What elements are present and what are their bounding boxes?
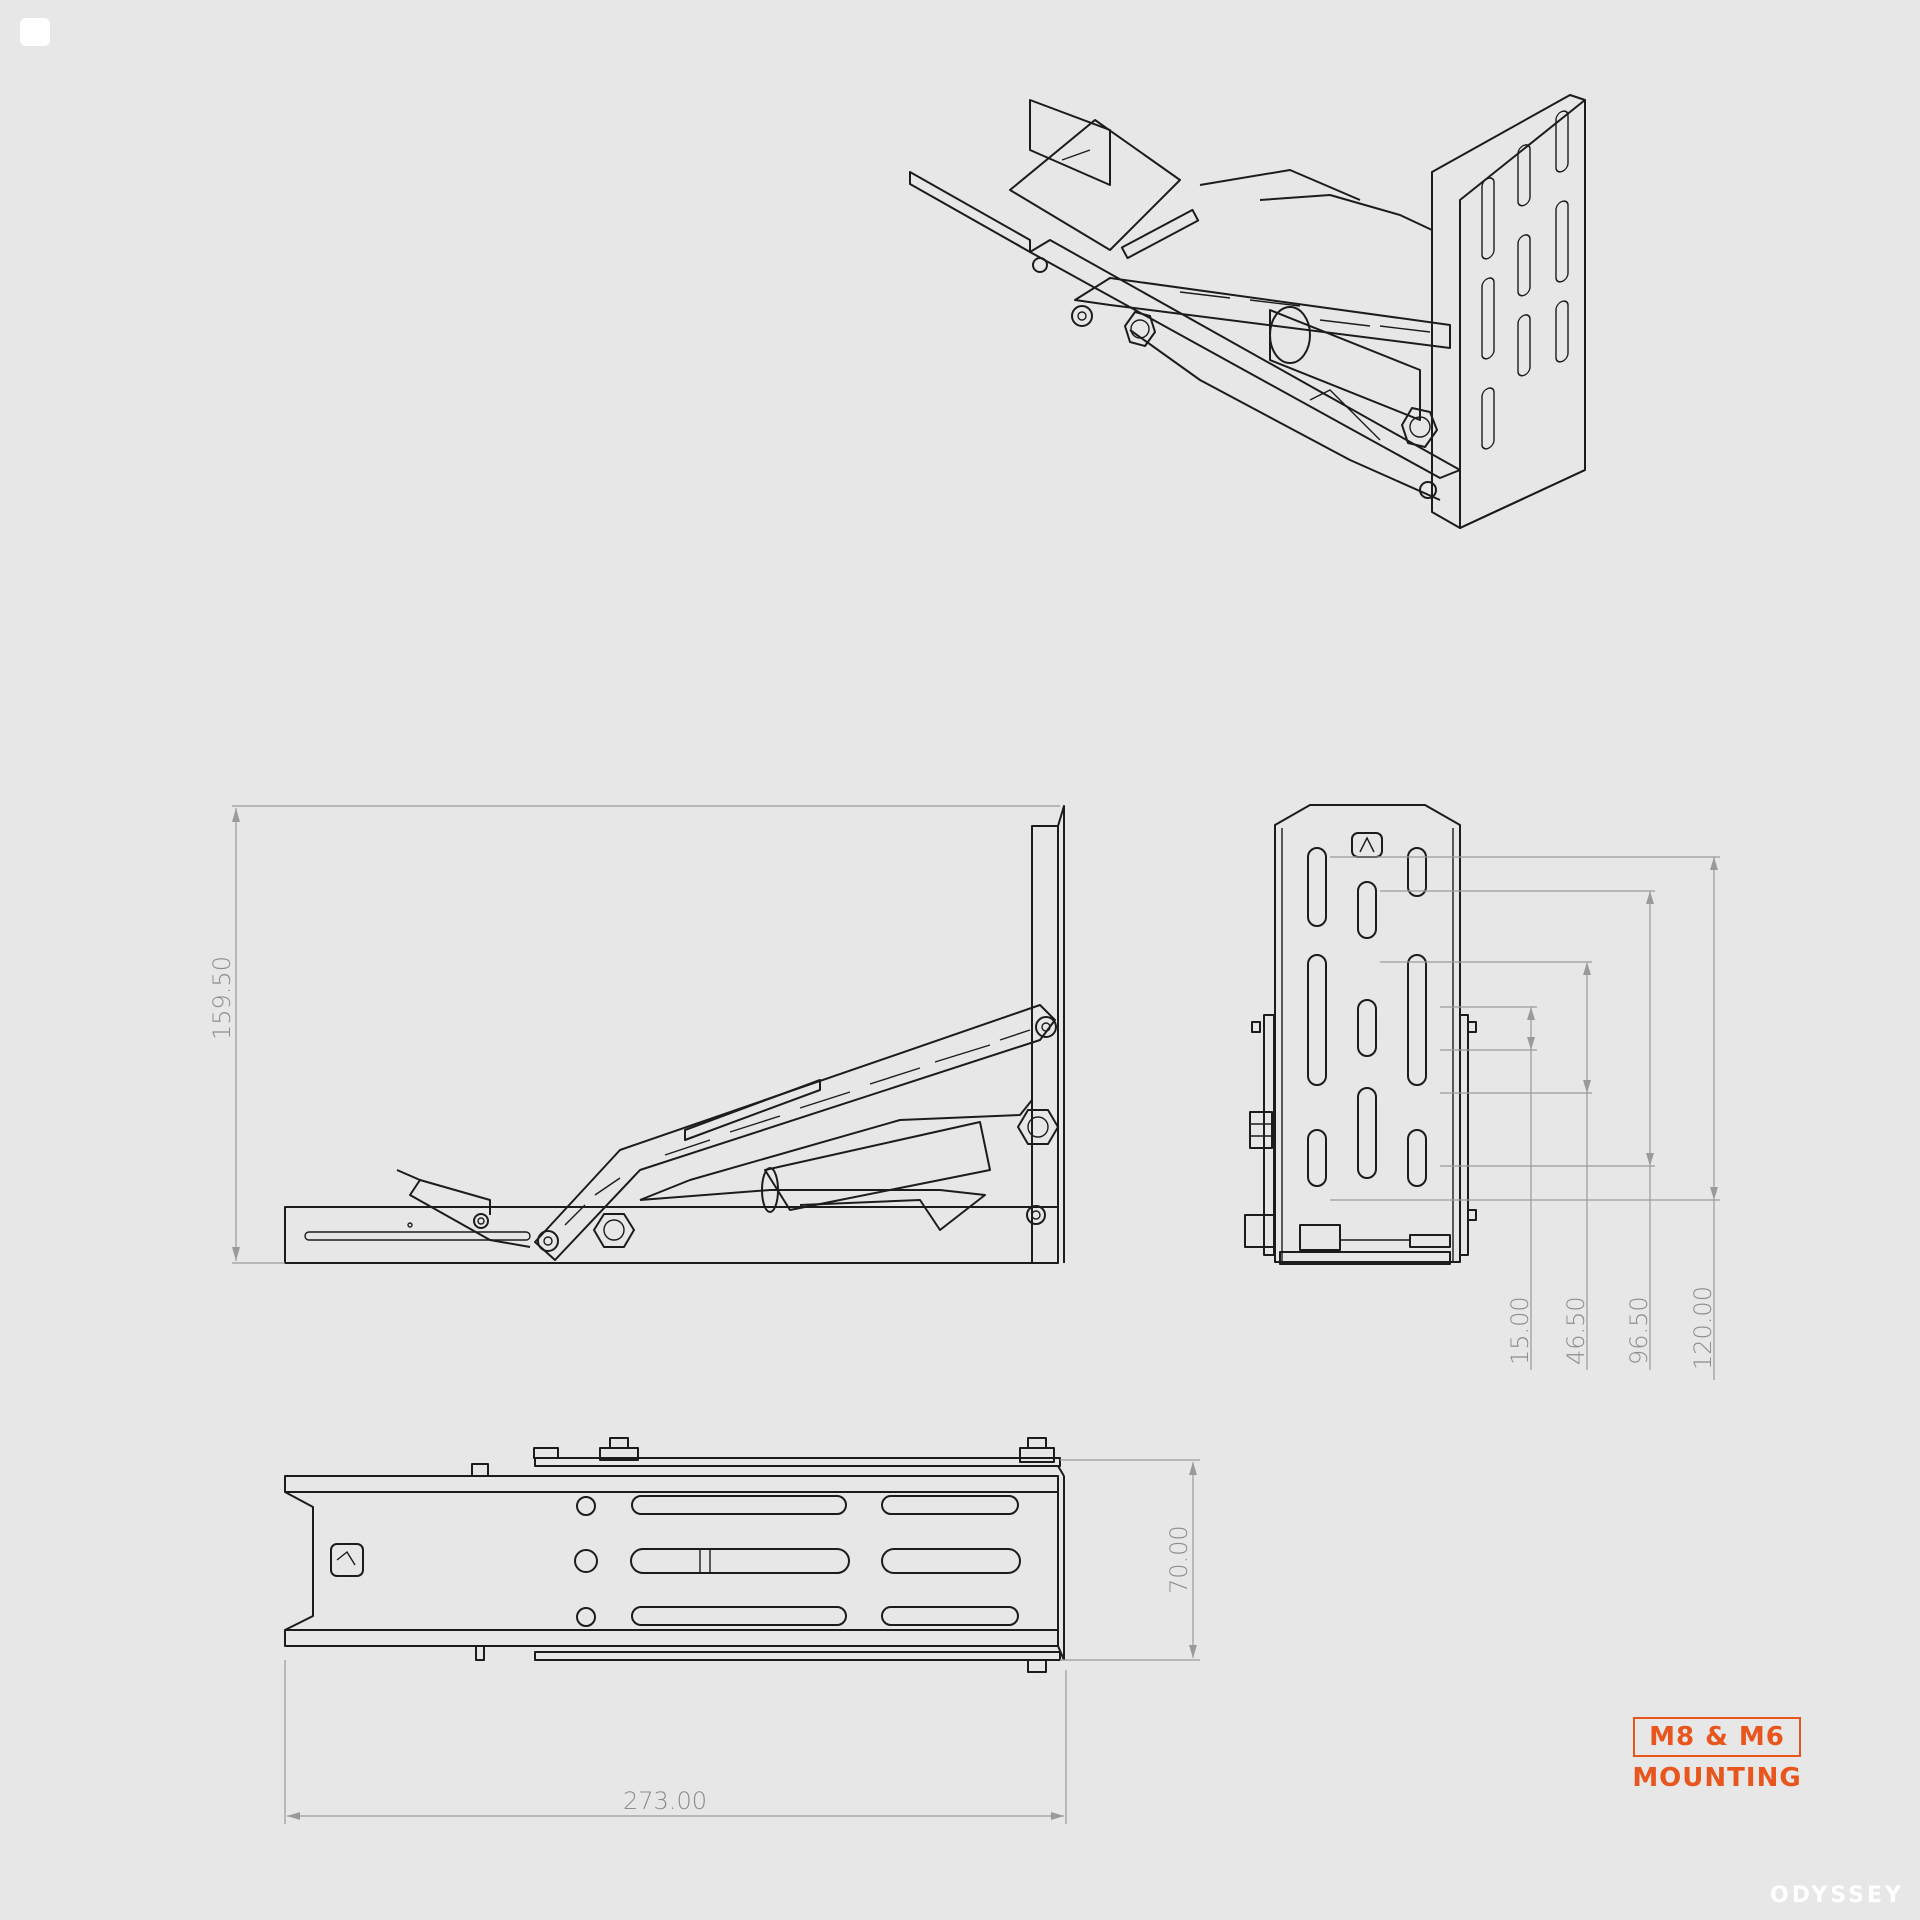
side-view [232, 805, 1065, 1264]
dim-120-label: 120.00 [1689, 1286, 1717, 1370]
badge-subtitle: MOUNTING [1632, 1763, 1802, 1793]
isometric-view [909, 94, 1586, 529]
dim-96-label: 96.50 [1625, 1296, 1653, 1365]
brand-name: ODYSSEY [1770, 1883, 1904, 1908]
dim-46-label: 46.50 [1562, 1296, 1590, 1365]
top-view [284, 1437, 1200, 1824]
dim-depth-label: 70.00 [1165, 1525, 1193, 1594]
dim-width-label: 273.00 [623, 1787, 707, 1815]
front-view [1244, 804, 1720, 1380]
mounting-badge: M8 & M6 MOUNTING [1632, 1717, 1802, 1793]
dim-15-label: 15.00 [1506, 1296, 1534, 1365]
badge-title: M8 & M6 [1633, 1717, 1801, 1757]
brand-logo-icon [20, 18, 50, 46]
dim-height-label: 159.50 [208, 956, 236, 1040]
